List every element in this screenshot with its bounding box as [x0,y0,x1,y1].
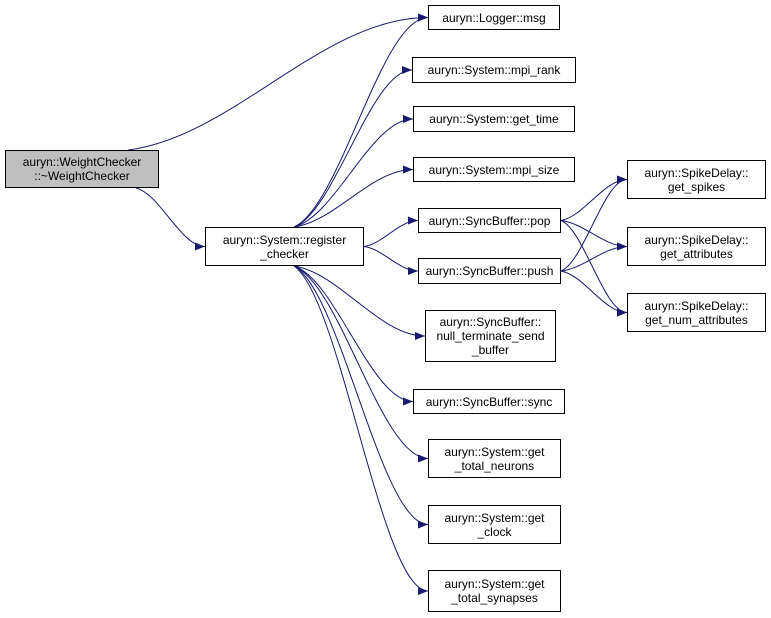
node-root: auryn::WeightChecker ::~WeightChecker [5,150,159,188]
node-register[interactable]: auryn::System::register _checker [205,227,364,266]
node-total-neurons[interactable]: auryn::System::get _total_neurons [428,439,561,478]
edge-root-to-register [135,187,206,251]
edge-register-to-logger_msg [293,13,429,228]
edge-register-to-get_time [293,115,414,228]
edge-register-to-mpi_size [293,165,414,228]
edge-pop-to-get_spikes [560,175,628,221]
edge-push-to-get_spikes [560,175,628,272]
edge-register-to-total_synapses [293,265,429,595]
node-clock[interactable]: auryn::System::get _clock [428,505,561,544]
node-mpi-rank[interactable]: auryn::System::mpi_rank [412,57,576,83]
edge-pop-to-get_attributes [560,220,628,251]
edge-register-to-sync [293,265,414,406]
edge-register-to-total_neurons [293,265,429,463]
node-sync[interactable]: auryn::SyncBuffer::sync [413,389,565,414]
edge-push-to-get_attributes [560,242,628,272]
node-get-attributes[interactable]: auryn::SpikeDelay:: get_attributes [627,227,766,266]
edge-register-to-mpi_rank [293,66,413,228]
node-mpi-size[interactable]: auryn::System::mpi_size [413,157,575,182]
edge-register-to-clock [293,265,429,529]
node-get-spikes[interactable]: auryn::SpikeDelay:: get_spikes [627,160,766,199]
edge-push-to-get_num_attributes [560,270,628,317]
node-get-time[interactable]: auryn::System::get_time [413,106,575,132]
edge-root-to-logger_msg [128,13,429,151]
node-get-num-attributes[interactable]: auryn::SpikeDelay:: get_num_attributes [627,293,766,332]
node-logger-msg[interactable]: auryn::Logger::msg [428,5,560,30]
node-push[interactable]: auryn::SyncBuffer::push [418,258,561,284]
edge-register-to-pop [363,216,419,247]
node-pop[interactable]: auryn::SyncBuffer::pop [418,208,561,233]
node-total-synapses[interactable]: auryn::System::get _total_synapses [428,570,561,612]
node-null-terminate[interactable]: auryn::SyncBuffer:: null_terminate_send … [425,310,556,362]
edge-register-to-null_term [293,265,426,340]
edge-register-to-push [363,246,419,275]
